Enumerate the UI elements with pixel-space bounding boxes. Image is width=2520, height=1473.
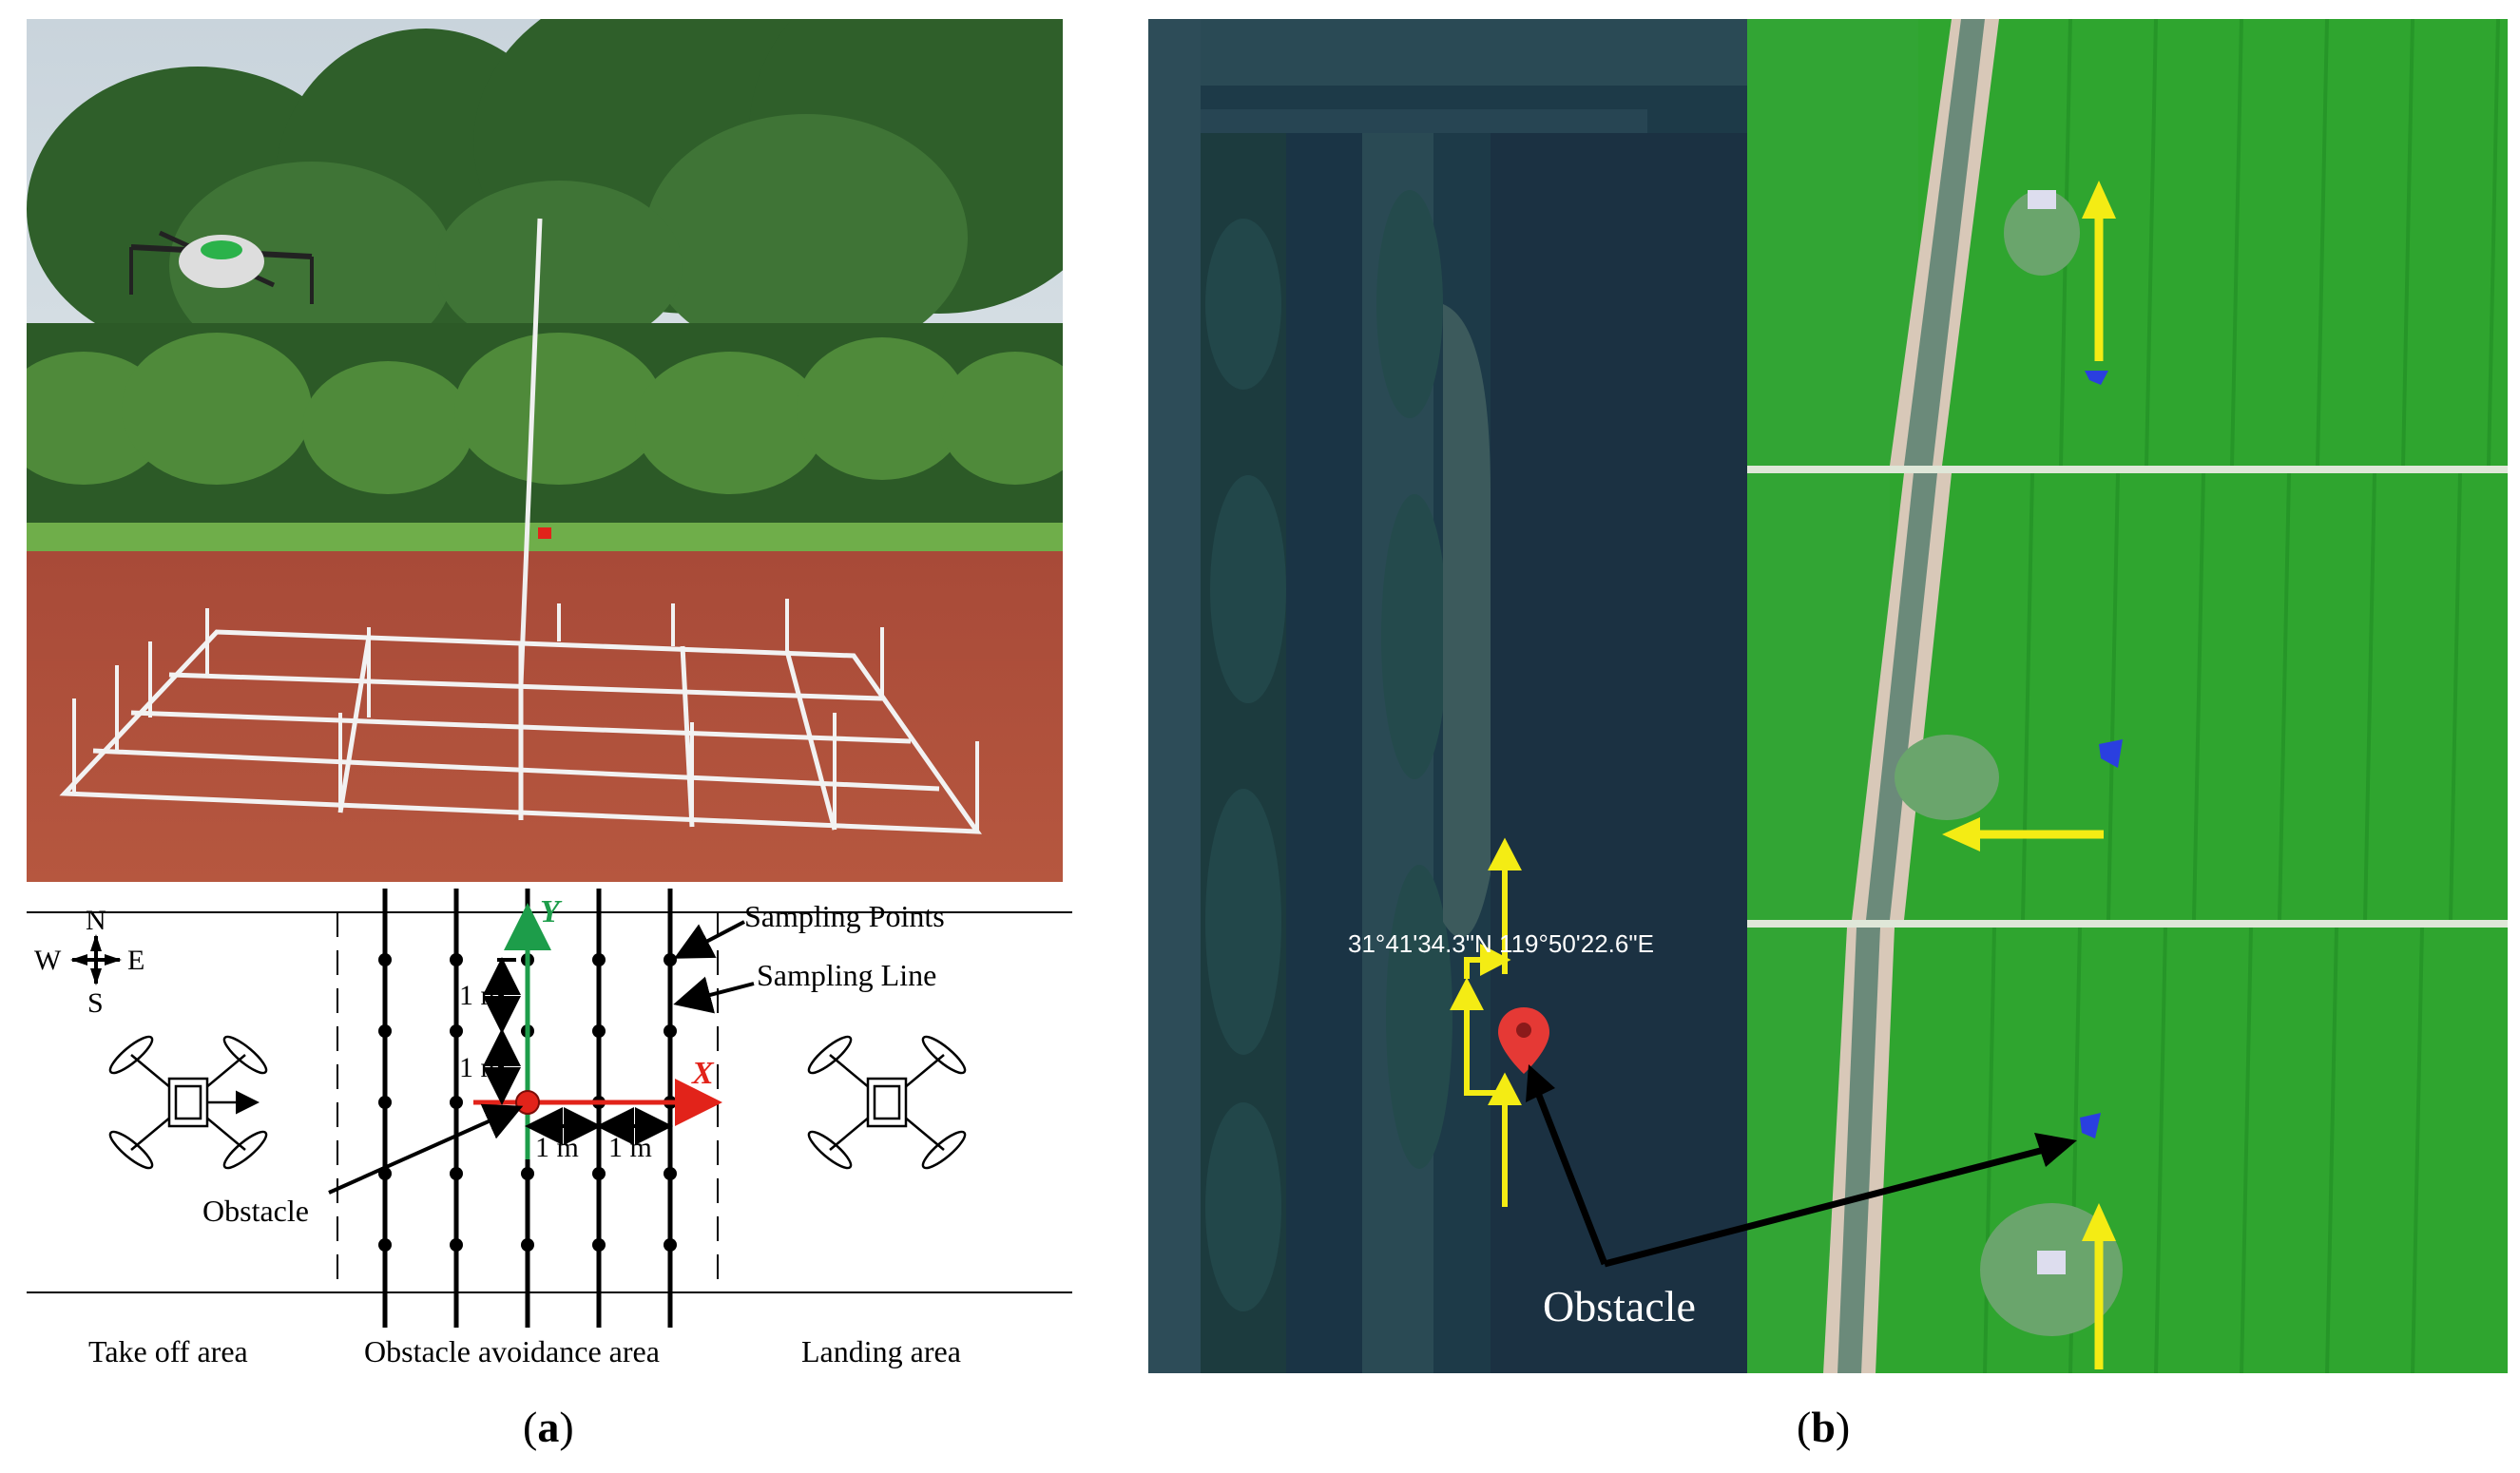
compass-rose-icon bbox=[70, 934, 122, 985]
spacing-label-4: 1 m bbox=[608, 1132, 652, 1163]
satellite-map: 31°41'34.3"N 119°50'22.6"E Obstacle bbox=[1148, 19, 1747, 1373]
compass-s: S bbox=[87, 987, 104, 1019]
aerial-frame-2 bbox=[1747, 473, 2508, 920]
aerial-photos bbox=[1747, 19, 2508, 1373]
obstacle-label-b: Obstacle bbox=[1543, 1282, 1696, 1330]
compass-w: W bbox=[34, 945, 62, 976]
obstacle-label: Obstacle bbox=[202, 1194, 309, 1228]
aerial-frame-3 bbox=[1747, 928, 2508, 1373]
drone-icon bbox=[129, 230, 314, 304]
arrow-icon bbox=[1450, 837, 1522, 1207]
aerial-frame-1 bbox=[1747, 19, 2508, 466]
obstacle-marker bbox=[515, 1090, 540, 1115]
field-photo bbox=[27, 19, 1063, 882]
y-axis-label: Y bbox=[540, 894, 563, 929]
drone-icon bbox=[807, 1035, 967, 1170]
compass-n: N bbox=[86, 905, 106, 936]
sampling-line-label: Sampling Line bbox=[757, 958, 936, 992]
map-pin-icon bbox=[1498, 1007, 1549, 1074]
spacing-label-3: 1 m bbox=[535, 1132, 579, 1163]
takeoff-area-label: Take off area bbox=[88, 1334, 248, 1368]
spacing-label-1: 1 m bbox=[459, 980, 503, 1011]
spacing-label-2: 1 m bbox=[459, 1052, 503, 1083]
x-axis-label: X bbox=[691, 1056, 715, 1091]
caption-a: (a) bbox=[523, 1403, 574, 1451]
sampling-layout-diagram: Y X 1 m 1 m 1 m 1 m Sampling Points Samp… bbox=[27, 889, 1072, 1387]
drone-icon bbox=[108, 1035, 268, 1170]
compass-e: E bbox=[127, 945, 144, 976]
caption-b: (b) bbox=[1797, 1403, 1851, 1451]
coordinates-label: 31°41'34.3"N 119°50'22.6"E bbox=[1348, 929, 1654, 958]
avoidance-area-label: Obstacle avoidance area bbox=[364, 1334, 660, 1368]
landing-area-label: Landing area bbox=[801, 1334, 961, 1368]
sampling-points-label: Sampling Points bbox=[744, 899, 945, 933]
